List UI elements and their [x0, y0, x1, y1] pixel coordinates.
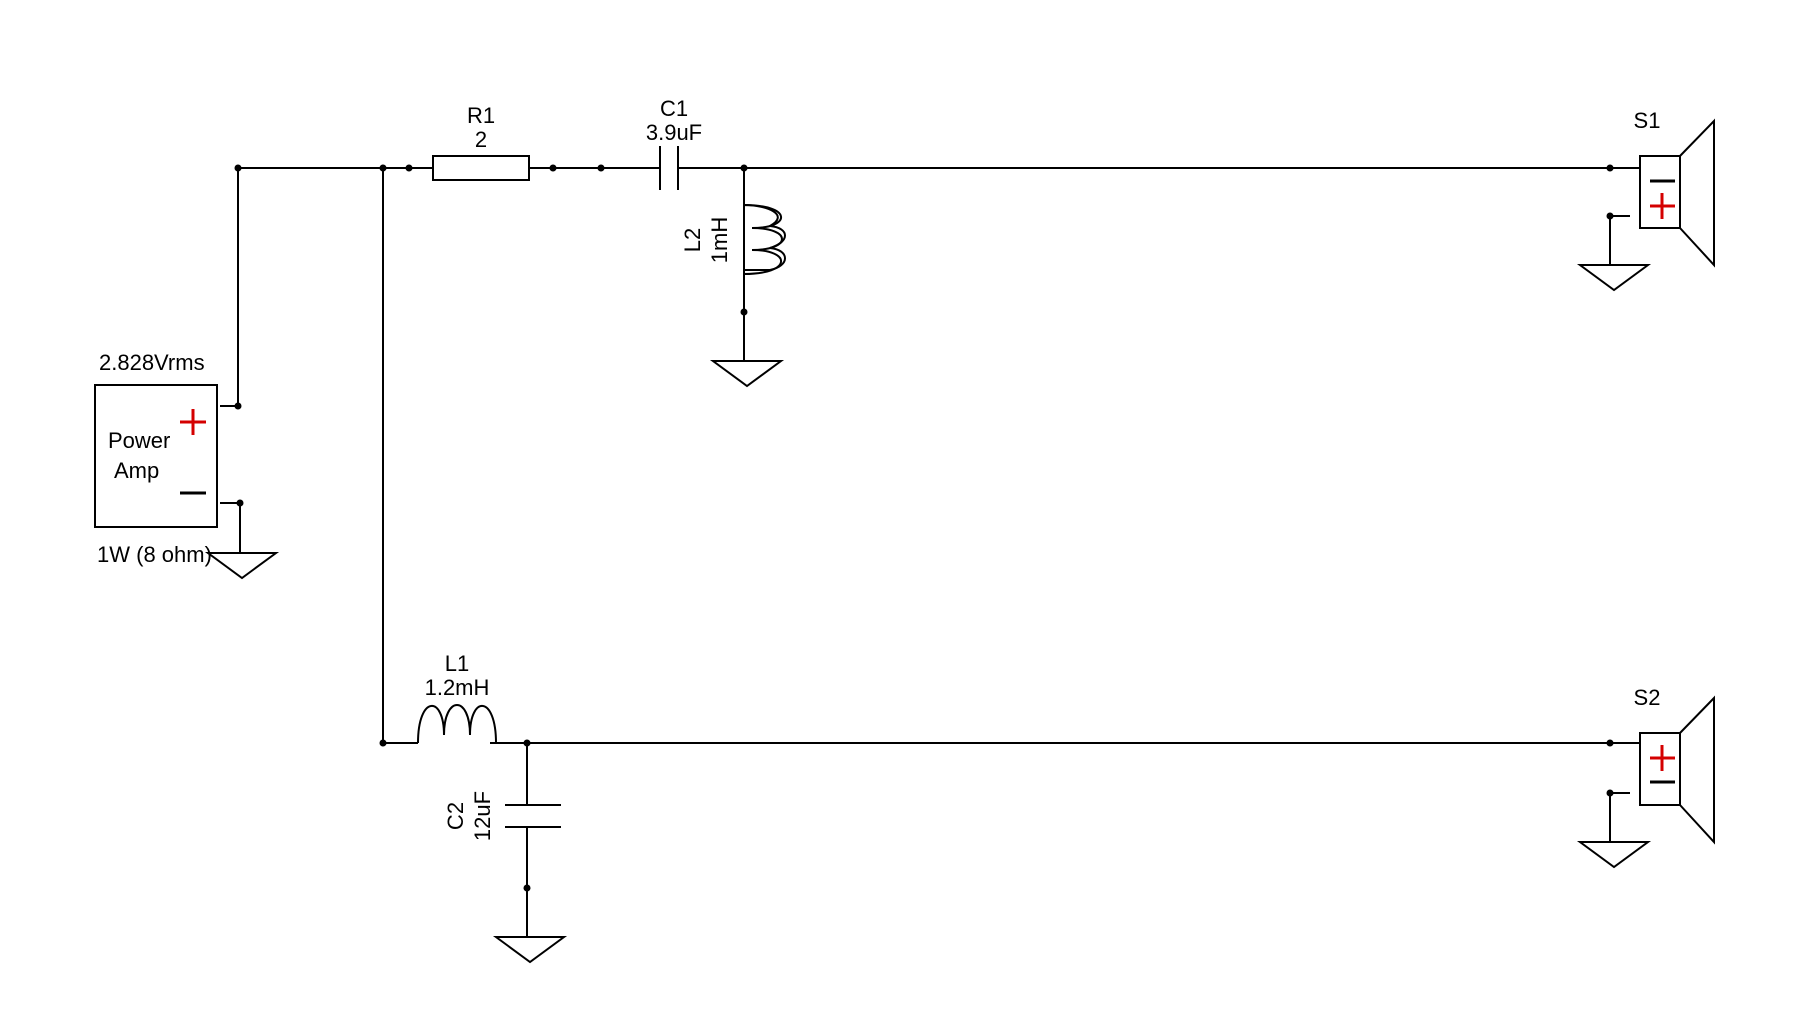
- c2-value-label: 12uF: [470, 791, 495, 841]
- l1-value-label: 1.2mH: [425, 675, 490, 700]
- capacitor-c2[interactable]: C2 12uF: [443, 791, 561, 841]
- amp-plus-sign: [180, 409, 206, 435]
- ground-icon: [204, 552, 280, 580]
- resistor-r1[interactable]: R1 2: [409, 103, 553, 181]
- s2-plus-sign: [1650, 745, 1675, 771]
- c2-ref-label: C2: [443, 802, 468, 830]
- inductor-l1[interactable]: L1 1.2mH: [417, 651, 497, 744]
- junction-dot: [1606, 212, 1614, 220]
- wires: [220, 167, 1630, 937]
- s1-ref-label: S1: [1634, 108, 1661, 133]
- ground-icon: [1576, 841, 1652, 869]
- c1-value-label: 3.9uF: [646, 120, 702, 145]
- wire-amp-minus: [220, 502, 241, 553]
- power-amp-box: [94, 384, 218, 528]
- wire-s1-ground: [1609, 215, 1630, 265]
- inductor-l2-winding: [743, 204, 783, 275]
- capacitor-c2-plates: [505, 804, 561, 828]
- ground-icon: [492, 936, 568, 964]
- capacitor-c1[interactable]: C1 3.9uF: [601, 96, 702, 191]
- junction-dot: [234, 164, 242, 172]
- power-amp[interactable]: 2.828Vrms Power Amp 1W (8 ohm): [94, 350, 218, 567]
- junction-dot: [740, 164, 748, 172]
- resistor-r1-body: [432, 155, 530, 181]
- amp-power-label: 1W (8 ohm): [97, 542, 212, 567]
- speaker-s2-cone: [1679, 695, 1715, 845]
- wire-amp-plus: [220, 168, 239, 407]
- speaker-s1-body: [1639, 155, 1681, 229]
- l1-ref-label: L1: [445, 651, 469, 676]
- junction-dot: [379, 164, 387, 172]
- r1-value-label: 2: [475, 127, 487, 152]
- junction-dots: [234, 164, 1614, 892]
- ground-icon: [709, 360, 785, 388]
- s2-ref-label: S2: [1634, 685, 1661, 710]
- inductor-l2-coil: [743, 203, 786, 271]
- l2-value-label: 1mH: [707, 217, 732, 263]
- junction-dot: [1606, 789, 1614, 797]
- ground-icon: [1576, 264, 1652, 292]
- s1-plus-sign: [1650, 193, 1675, 219]
- junction-dot: [234, 402, 242, 410]
- amp-name-line2: Amp: [114, 458, 159, 483]
- junction-dot: [236, 499, 244, 507]
- inductor-l1-winding: [417, 704, 497, 744]
- speaker-s1-cone: [1679, 118, 1715, 268]
- junction-dot: [379, 739, 387, 747]
- r1-ref-label: R1: [467, 103, 495, 128]
- c1-gap: [658, 145, 678, 191]
- speaker-s2[interactable]: S2: [1610, 685, 1715, 845]
- junction-dot: [523, 884, 531, 892]
- grounds: [204, 264, 1652, 964]
- junction-dot: [740, 308, 748, 316]
- amp-name-line1: Power: [108, 428, 170, 453]
- speaker-s1[interactable]: S1: [1610, 108, 1715, 268]
- inductor-l2[interactable]: L2 1mH: [680, 203, 786, 275]
- junction-dot: [523, 739, 531, 747]
- c1-ref-label: C1: [660, 96, 688, 121]
- l2-ref-label: L2: [680, 228, 705, 252]
- speaker-s2-body: [1639, 732, 1681, 806]
- amp-voltage-label: 2.828Vrms: [99, 350, 205, 375]
- wire-s2-ground: [1609, 792, 1630, 842]
